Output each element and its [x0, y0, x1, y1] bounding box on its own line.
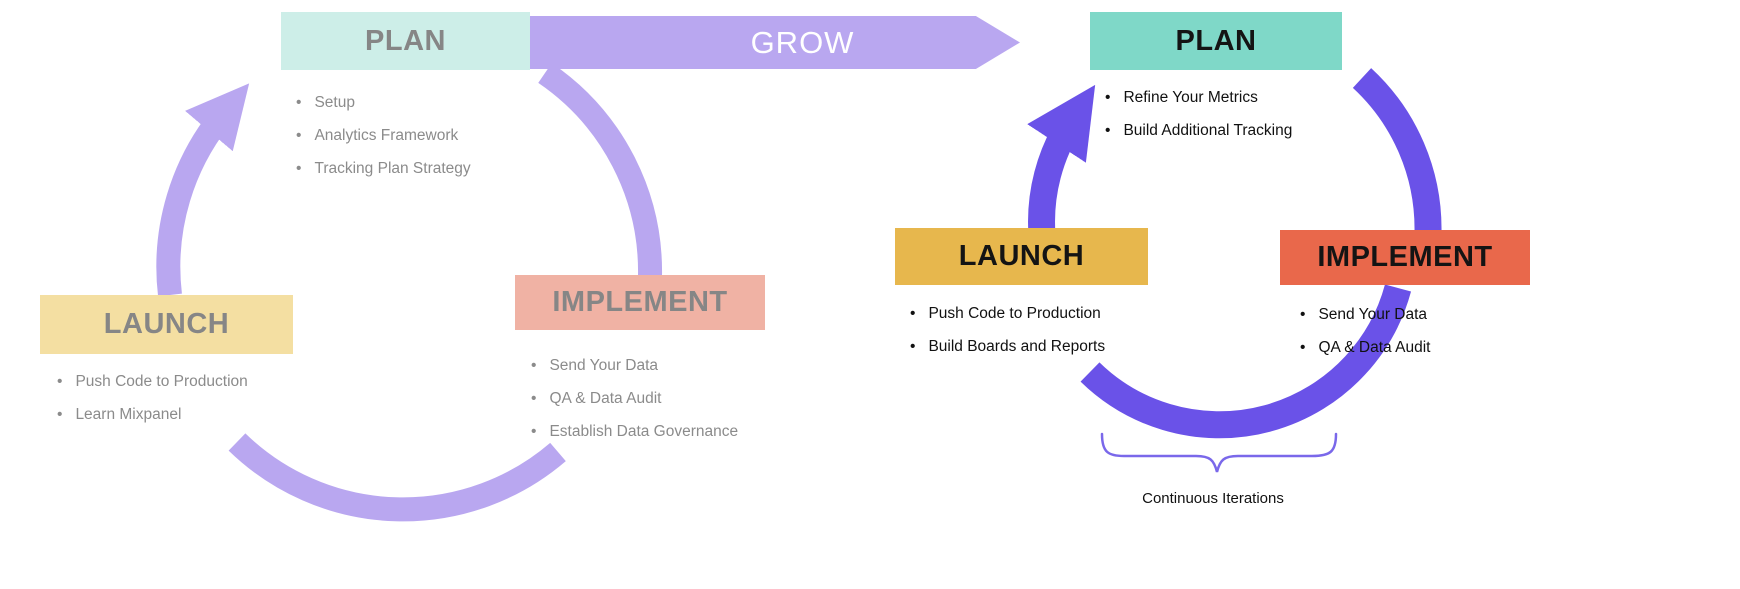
left-arrow-launch-to-plan — [156, 83, 250, 297]
bullet-item: Establish Data Governance — [531, 422, 738, 441]
right-launch-box: LAUNCH — [895, 228, 1148, 285]
left-plan-bullets: SetupAnalytics FrameworkTracking Plan St… — [296, 93, 471, 192]
curly-brace-icon — [1100, 432, 1338, 473]
right-launch-bullets: Push Code to ProductionBuild Boards and … — [910, 304, 1105, 370]
left-implement-box: IMPLEMENT — [515, 275, 765, 330]
left-plan-label: PLAN — [365, 24, 446, 57]
bullet-item: Push Code to Production — [57, 372, 247, 391]
right-arrow-launch-to-plan — [1027, 84, 1096, 236]
grow-arrow: GROW — [530, 16, 1020, 69]
right-plan-bullets: Refine Your MetricsBuild Additional Trac… — [1105, 88, 1292, 154]
right-arrow-plan-to-implement — [1352, 68, 1442, 233]
bullet-item: Build Additional Tracking — [1105, 121, 1292, 140]
bullet-item: Build Boards and Reports — [910, 337, 1105, 356]
left-arrow-implement-to-launch — [228, 433, 566, 522]
right-implement-bullets: Send Your Data QA & Data Audit — [1300, 305, 1430, 371]
bullet-item: Push Code to Production — [910, 304, 1105, 323]
right-implement-box: IMPLEMENT — [1280, 230, 1530, 285]
left-launch-label: LAUNCH — [103, 308, 230, 340]
bullet-item: QA & Data Audit — [1300, 338, 1430, 357]
left-launch-bullets: Push Code to ProductionLearn Mixpanel — [57, 372, 248, 438]
left-plan-box: PLAN — [281, 12, 530, 70]
bullet-item: Refine Your Metrics — [1105, 88, 1292, 107]
bullet-item: Send Your Data — [1300, 305, 1430, 324]
left-implement-bullets: Send Your Data QA & Data AuditEstablish D… — [531, 356, 738, 455]
right-plan-label: PLAN — [1175, 24, 1257, 57]
left-arrow-plan-to-implement — [538, 63, 663, 277]
left-launch-box: LAUNCH — [40, 295, 293, 354]
bullet-item: Learn Mixpanel — [57, 405, 248, 424]
right-launch-label: LAUNCH — [958, 240, 1085, 272]
bullet-item: QA & Data Audit — [531, 389, 738, 408]
right-implement-label: IMPLEMENT — [1317, 241, 1493, 273]
bullet-item: Analytics Framework — [296, 126, 471, 145]
bullet-item: Setup — [296, 93, 471, 112]
left-implement-label: IMPLEMENT — [552, 286, 728, 318]
bullet-item: Send Your Data — [531, 356, 738, 375]
continuous-iterations-caption: Continuous Iterations — [1142, 490, 1284, 507]
right-plan-box: PLAN — [1090, 12, 1342, 70]
grow-label: GROW — [750, 24, 855, 60]
bullet-item: Tracking Plan Strategy — [296, 159, 470, 178]
